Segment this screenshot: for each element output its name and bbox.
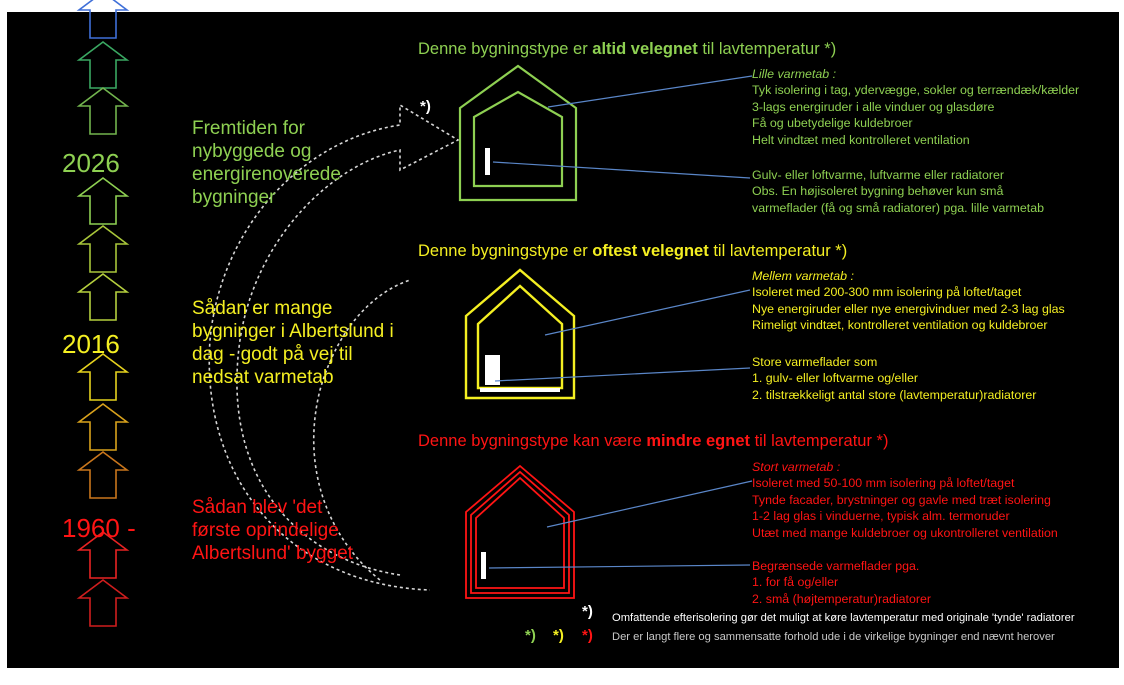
yellow-loss-leader — [544, 289, 751, 336]
timeline-up-arrow-icon — [76, 403, 130, 451]
red-heat-leader — [488, 564, 751, 569]
yellow-heat-line: Store varmeflader som — [752, 355, 878, 369]
leader-lines — [488, 75, 753, 569]
yellow-heading-post: til lavtemperatur *) — [708, 242, 848, 260]
timeline-up-arrow-icon — [76, 579, 130, 627]
yellow-heading-pre: Denne bygningstype er — [418, 242, 593, 260]
green-loss-line: Tyk isolering i tag, ydervægge, sokler o… — [752, 83, 1080, 98]
red-house-inner-shell — [475, 476, 565, 589]
year-label-1960: 1960 - — [62, 513, 136, 543]
yellow-house-radiator — [485, 355, 500, 385]
green-house-outer-shell — [458, 64, 578, 202]
timeline-up-arrow-icon — [76, 87, 130, 135]
red-house-outer-shell — [465, 464, 575, 599]
red-heat-line: 2. små (højtemperatur)radiatorer — [752, 591, 932, 606]
timeline-arrows — [76, 0, 130, 627]
yellow-heat-block: Store varmeflader som 1. gulv- eller lof… — [752, 354, 1036, 403]
red-heat-line: 1. for få og/eller — [752, 575, 839, 590]
red-loss-label: Stort varmetab : — [752, 460, 841, 474]
footnote-star-red: *) — [582, 627, 593, 644]
red-house-radiator — [481, 552, 486, 579]
timeline-up-arrow-icon — [76, 41, 130, 89]
timeline-up-arrow-icon — [76, 451, 130, 499]
journey-arrows — [208, 103, 460, 591]
footnote-general-note: Der er langt flere og sammensatte forhol… — [612, 631, 1055, 643]
red-heat-block: Begrænsede varmeflader pga. 1. for få og… — [752, 558, 931, 607]
red-house — [465, 464, 575, 599]
footnote-upgrade-note: Omfattende efterisolering gør det muligt… — [612, 612, 1075, 624]
green-loss-block: Lille varmetab : Tyk isolering i tag, yd… — [752, 66, 1079, 148]
green-heading: Denne bygningstype er altid velegnet til… — [418, 40, 836, 59]
red-heading-post: til lavtemperatur *) — [750, 432, 889, 450]
green-house-radiator — [485, 148, 490, 175]
green-house — [458, 64, 578, 202]
green-heat-line: Obs. En højisoleret bygning behøver kun … — [752, 184, 1004, 199]
red-heading-pre: Denne bygningstype kan være — [418, 432, 647, 450]
footnote-star-white: *) — [582, 603, 593, 620]
yellow-heat-line: 1. gulv- eller loftvarme og/eller — [752, 371, 918, 386]
year-label-2026: 2026 — [62, 148, 120, 178]
green-heat-leader — [492, 161, 751, 179]
green-heading-post: til lavtemperatur *) — [697, 40, 837, 58]
red-heat-line: Begrænsede varmeflader pga. — [752, 559, 920, 573]
yellow-heat-leader — [494, 367, 751, 382]
red-heading-bold: mindre egnet — [646, 432, 750, 450]
timeline-up-arrow-icon — [76, 353, 130, 401]
timeline-up-arrow-icon — [76, 273, 130, 321]
green-loss-label: Lille varmetab : — [752, 67, 837, 81]
red-house-middle-shell — [470, 470, 570, 594]
green-loss-line: 3-lags energiruder i alle vinduer og gla… — [752, 99, 995, 114]
yellow-loss-line: Isoleret med 200-300 mm isolering på lof… — [752, 285, 1022, 300]
red-loss-line: Tynde facader, brystninger og gavle med … — [752, 492, 1051, 507]
era-original-caption: Sådan blev 'det første oprindelige Alber… — [192, 497, 354, 564]
era-future-caption: Fremtiden for nybyggede og energirenover… — [192, 118, 341, 208]
yellow-house — [464, 268, 576, 400]
future-arrow-star-marker: *) — [420, 98, 431, 115]
year-label-2016: 2016 — [62, 329, 120, 359]
red-loss-line: Utæt med mange kuldebroer og ukontroller… — [752, 525, 1058, 540]
red-loss-line: Isoleret med 50-100 mm isolering på loft… — [752, 476, 1015, 491]
green-loss-line: Helt vindtæt med kontrolleret ventilatio… — [752, 132, 970, 147]
yellow-heading-bold: oftest velegnet — [592, 242, 709, 260]
red-loss-block: Stort varmetab : Isoleret med 50-100 mm … — [752, 459, 1058, 541]
red-heading: Denne bygningstype kan være mindre egnet… — [418, 432, 888, 451]
green-heat-line: Gulv- eller loftvarme, luftvarme eller r… — [752, 168, 1005, 182]
red-loss-line: 1-2 lag glas i vinduerne, typisk alm. te… — [752, 509, 1010, 524]
timeline-up-arrow-icon — [76, 0, 130, 39]
green-heading-pre: Denne bygningstype er — [418, 40, 593, 58]
red-loss-leader — [546, 480, 753, 528]
footnote-star-yellow: *) — [553, 627, 564, 644]
timeline-up-arrow-icon — [76, 177, 130, 225]
yellow-heat-line: 2. tilstrækkeligt antal store (lavtemper… — [752, 387, 1037, 402]
yellow-loss-line: Rimeligt vindtæt, kontrolleret ventilati… — [752, 318, 1048, 333]
yellow-loss-label: Mellem varmetab : — [752, 269, 854, 283]
footnote-star-green: *) — [525, 627, 536, 644]
green-heat-block: Gulv- eller loftvarme, luftvarme eller r… — [752, 167, 1044, 216]
timeline-up-arrow-icon — [76, 531, 130, 579]
yellow-heading: Denne bygningstype er oftest velegnet ti… — [418, 242, 847, 261]
green-heat-line: varmeflader (få og små radiatorer) pga. … — [752, 200, 1044, 215]
era-today-caption: Sådan er mange bygninger i Albertslund i… — [192, 298, 394, 388]
timeline-up-arrow-icon — [76, 225, 130, 273]
yellow-house-outer-shell — [464, 268, 576, 400]
green-loss-leader — [547, 75, 753, 108]
green-house-inner-shell — [472, 90, 564, 188]
yellow-house-floor-heating — [480, 388, 560, 392]
green-loss-line: Få og ubetydelige kuldebroer — [752, 116, 913, 131]
yellow-loss-line: Nye energiruder eller nye energivinduer … — [752, 301, 1065, 316]
green-heading-bold: altid velegnet — [592, 40, 698, 58]
today-journey-arrow — [312, 279, 411, 581]
yellow-loss-block: Mellem varmetab : Isoleret med 200-300 m… — [752, 268, 1065, 334]
